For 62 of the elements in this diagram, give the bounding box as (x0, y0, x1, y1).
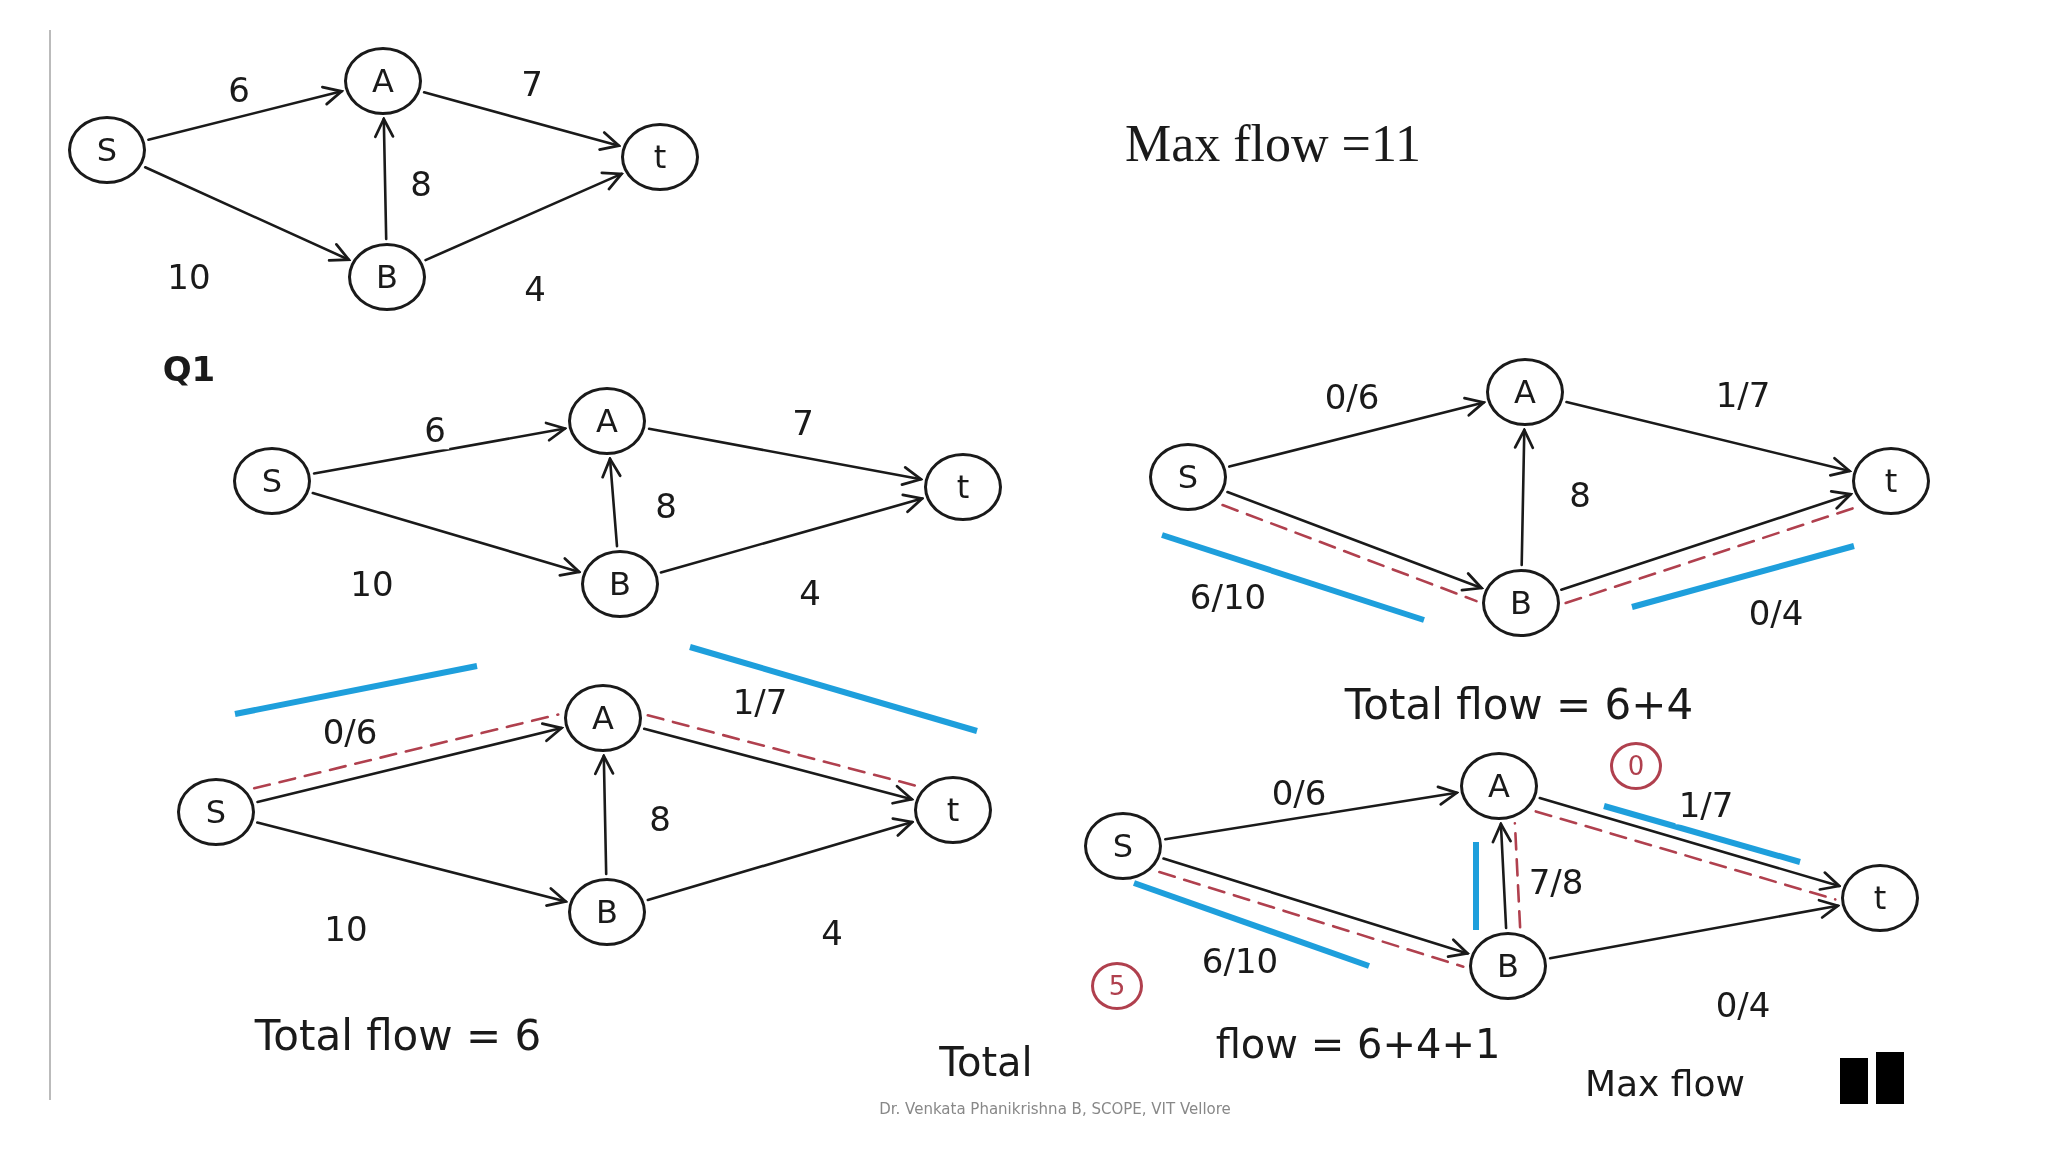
graph-node: S (177, 778, 255, 846)
graph-node: A (1460, 752, 1538, 820)
graph-node: A (344, 47, 422, 115)
graph-node: B (568, 878, 646, 946)
graph-node: B (1469, 932, 1547, 1000)
arrow (256, 722, 563, 804)
arrow (311, 491, 581, 577)
graph-node: B (1482, 569, 1560, 637)
arrow (1565, 400, 1851, 477)
graph-node: A (564, 684, 642, 752)
question-label: Q1 (162, 350, 216, 390)
flow-path (252, 713, 560, 790)
flow-path (1221, 503, 1478, 603)
arrow (647, 427, 923, 486)
arrow (1538, 796, 1841, 891)
circled-number: 5 (1091, 962, 1143, 1010)
arrow (424, 171, 623, 262)
graph-node: S (1084, 812, 1162, 880)
graph-node: B (581, 550, 659, 618)
graph-node: t (1852, 447, 1930, 515)
graph-node: S (68, 116, 146, 184)
flow-path (1534, 810, 1837, 901)
heading-note: Max flow =11 (1125, 114, 1421, 174)
graph-node: t (914, 776, 992, 844)
arrow (1228, 396, 1486, 468)
arrow (1164, 785, 1459, 841)
graph-node: t (621, 123, 699, 191)
total-flow-note: Total (939, 1039, 1033, 1085)
flow-path (1158, 870, 1465, 968)
flow-path (1513, 822, 1522, 929)
arrow (659, 493, 924, 574)
arrow (1560, 490, 1853, 591)
max-flow-note: Max flow (1585, 1063, 1745, 1105)
arrow (256, 821, 568, 907)
graph-node: t (924, 453, 1002, 521)
graph-node: B (348, 243, 426, 311)
total-flow-note: Total flow = 6+4 (1344, 680, 1694, 730)
arrow (646, 817, 914, 902)
arrow (374, 117, 395, 241)
arrow (1491, 822, 1512, 930)
arrow (1548, 898, 1840, 960)
total-flow-note: Total flow = 6 (254, 1011, 542, 1061)
arrow (1162, 857, 1469, 958)
circled-number: 0 (1610, 742, 1662, 790)
arrow (1513, 428, 1535, 567)
graph-node: S (1149, 443, 1227, 511)
arrow (143, 166, 351, 262)
flow-path (1564, 506, 1857, 605)
graph-node: A (1486, 358, 1564, 426)
arrow (147, 85, 343, 141)
flow-path (646, 714, 917, 787)
graph-node: S (233, 447, 311, 515)
arrow (1226, 490, 1483, 592)
arrow (312, 421, 567, 475)
arrow (642, 727, 914, 805)
graph-node: A (568, 387, 646, 455)
arrow (601, 457, 622, 548)
graph-node: t (1841, 864, 1919, 932)
arrow (594, 754, 615, 876)
arrow (422, 91, 621, 151)
footer-credit: Dr. Venkata Phanikrishna B, SCOPE, VIT Vellore (879, 1101, 1231, 1119)
total-flow-note: flow = 6+4+1 (1215, 1021, 1501, 1067)
